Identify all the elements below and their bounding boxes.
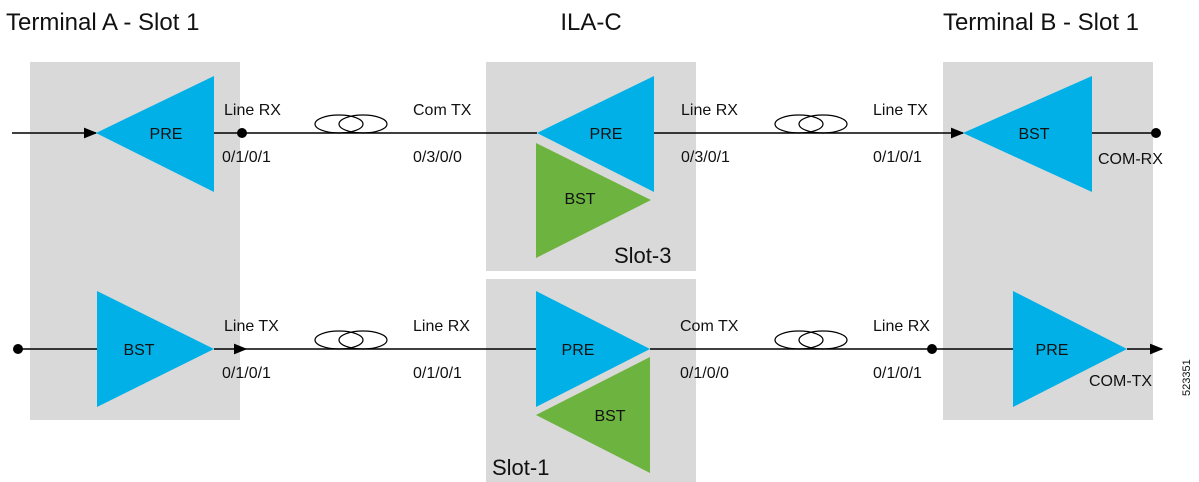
- com-tx-label: COM-TX: [1089, 373, 1152, 390]
- fiber-coil-icon: [774, 330, 848, 350]
- fiber-coil-icon: [314, 330, 388, 350]
- port-id: 0/1/0/0: [680, 365, 729, 382]
- terminal-a-pre-amplifier: [96, 76, 214, 192]
- terminal-a-bst-label: BST: [123, 342, 154, 359]
- port-id: 0/1/0/1: [222, 149, 271, 166]
- ila-slot1-bst-label: BST: [594, 408, 625, 425]
- slot-1-label: Slot-1: [492, 455, 549, 480]
- port-id: 0/1/0/1: [413, 365, 462, 382]
- terminal-b-bst-label: BST: [1018, 126, 1049, 143]
- port-dot: [927, 344, 937, 354]
- ila-slot1-bst-amplifier: [536, 357, 650, 473]
- ila-slot1-pre-label: PRE: [562, 342, 595, 359]
- com-rx-label: COM-RX: [1098, 151, 1163, 168]
- terminal-b-pre-amplifier: [1013, 291, 1127, 407]
- ila-slot1-pre-amplifier: [536, 291, 650, 407]
- ila-slot3-box: [486, 62, 696, 271]
- port-label: Line RX: [681, 102, 738, 119]
- port-dot: [1151, 128, 1161, 138]
- terminal-b-title: Terminal B - Slot 1: [943, 9, 1139, 36]
- port-label: Com TX: [413, 102, 472, 119]
- port-label: Line TX: [224, 318, 279, 335]
- port-id: 0/1/0/1: [873, 365, 922, 382]
- ila-title: ILA-C: [560, 9, 621, 36]
- port-label: Line RX: [413, 318, 470, 335]
- port-dot: [237, 128, 247, 138]
- port-label: Com TX: [680, 318, 739, 335]
- port-label: Line TX: [873, 102, 928, 119]
- terminal-a-pre-label: PRE: [150, 126, 183, 143]
- ila-slot3-pre-label: PRE: [590, 126, 623, 143]
- ila-slot3-bst-amplifier: [536, 143, 651, 258]
- terminal-b-bst-amplifier: [963, 76, 1092, 192]
- port-id: 0/3/0/1: [681, 149, 730, 166]
- port-id: 0/1/0/1: [222, 365, 271, 382]
- port-label: Line RX: [873, 318, 930, 335]
- ila-slot3-bst-label: BST: [564, 191, 595, 208]
- port-dot: [13, 344, 23, 354]
- figure-id: 523351: [1181, 359, 1193, 396]
- terminal-b-pre-label: PRE: [1036, 342, 1069, 359]
- fiber-coil-icon: [314, 114, 388, 134]
- ila-slot3-pre-amplifier: [537, 76, 654, 192]
- fiber-coil-icon: [774, 114, 848, 134]
- terminal-a-bst-amplifier: [97, 291, 214, 407]
- port-label: Line RX: [224, 102, 281, 119]
- port-id: 0/3/0/0: [413, 149, 462, 166]
- terminal-a-title: Terminal A - Slot 1: [6, 9, 199, 36]
- port-id: 0/1/0/1: [873, 149, 922, 166]
- ila-slot1-box: [486, 279, 696, 482]
- slot-3-label: Slot-3: [614, 243, 671, 268]
